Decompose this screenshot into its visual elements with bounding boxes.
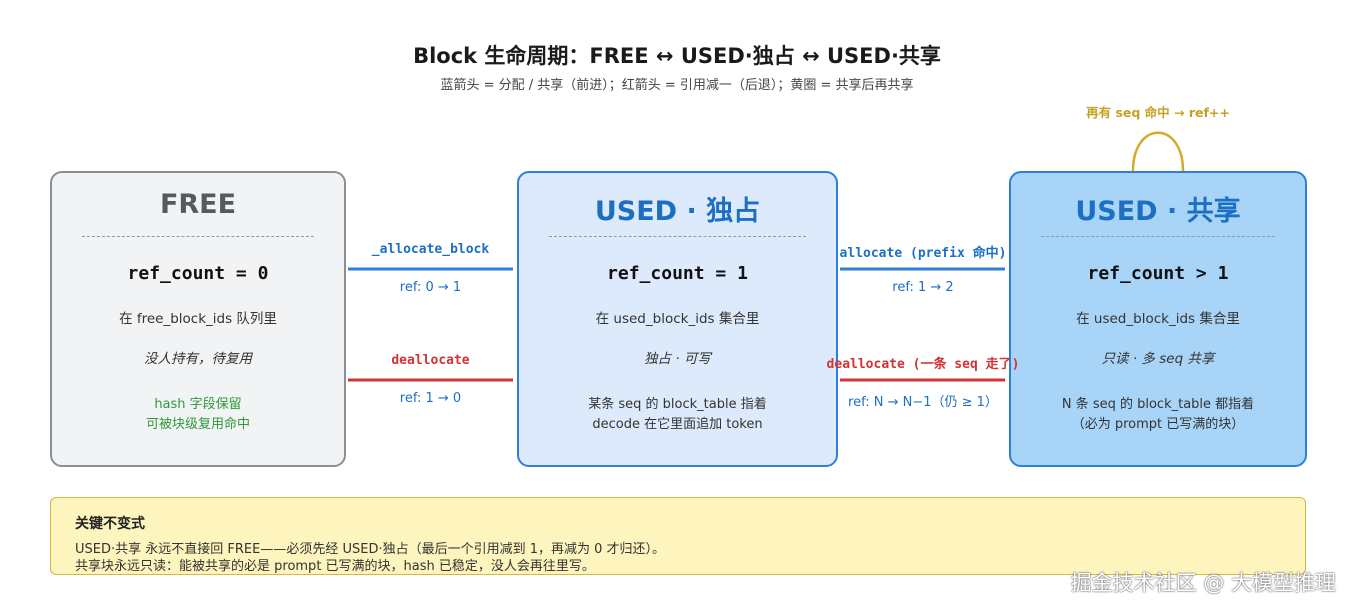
state-shared-note: N 条 seq 的 block_table 都指着 （必为 prompt 已写满… (1021, 395, 1295, 435)
edge-shared-to-exclusive-sub: ref: N → N−1（仍 ≥ 1） (848, 395, 998, 410)
state-free-note-line2: 可被块级复用命中 (145, 417, 250, 432)
state-exclusive-box: USED · 独占 ref_count = 1 在 used_block_ids… (517, 171, 838, 467)
divider (549, 236, 806, 237)
shared-loop-label: 再有 seq 命中 → ref++ (1086, 105, 1230, 120)
state-free-status: 没人持有，待复用 (144, 351, 252, 367)
state-exclusive-refcount: ref_count = 1 (607, 263, 748, 284)
state-free-note: hash 字段保留 可被块级复用命中 (62, 395, 334, 435)
state-shared-note-line1: N 条 seq 的 block_table 都指着 (1061, 397, 1255, 412)
edge-exclusive-to-free-label: deallocate (391, 353, 470, 368)
divider (1041, 236, 1275, 237)
edge-shared-to-exclusive-label: deallocate (一条 seq 走了) (826, 357, 1020, 372)
state-free-refcount: ref_count = 0 (127, 263, 269, 284)
state-exclusive-name: USED · 独占 (594, 196, 761, 227)
state-free-note-line1: hash 字段保留 (154, 397, 242, 412)
state-shared-box: USED · 共享 ref_count > 1 在 used_block_ids… (1009, 171, 1307, 467)
invariant-line-2: 共享块永远只读：能被共享的必是 prompt 已写满的块，hash 已稳定，没人… (75, 559, 595, 574)
state-shared-name: USED · 共享 (1075, 196, 1241, 227)
state-shared-location: 在 used_block_ids 集合里 (1076, 311, 1240, 327)
state-exclusive-location: 在 used_block_ids 集合里 (595, 311, 760, 327)
state-exclusive-status: 独占 · 可写 (644, 351, 711, 367)
diagram-subtitle: 蓝箭头 = 分配 / 共享（前进）；红箭头 = 引用减一（后退）；黄圈 = 共享… (440, 78, 914, 93)
invariant-callout: 关键不变式 USED·共享 永远不直接回 FREE——必须先经 USED·独占（… (50, 497, 1306, 575)
diagram-title: Block 生命周期：FREE ↔ USED·独占 ↔ USED·共享 (413, 44, 941, 68)
invariant-line-1: USED·共享 永远不直接回 FREE——必须先经 USED·独占（最后一个引用… (75, 542, 666, 557)
edge-exclusive-to-shared-label: allocate (prefix 命中) (839, 246, 1007, 261)
state-exclusive-note-line1: 某条 seq 的 block_table 指着 (588, 397, 767, 412)
edge-free-to-exclusive-sub: ref: 0 → 1 (399, 280, 462, 295)
watermark: 掘金技术社区 @ 大模型推理 (1070, 571, 1336, 595)
state-shared-note-line2: （必为 prompt 已写满的块） (1071, 417, 1245, 432)
state-free-location: 在 free_block_ids 队列里 (119, 311, 277, 327)
edge-exclusive-to-shared-sub: ref: 1 → 2 (892, 280, 954, 295)
shared-self-loop (1131, 131, 1185, 172)
state-exclusive-note: 某条 seq 的 block_table 指着 decode 在它里面追加 to… (529, 395, 826, 435)
invariant-title: 关键不变式 (75, 516, 145, 532)
state-exclusive-note-line2: decode 在它里面追加 token (592, 417, 763, 432)
state-free-box: FREE ref_count = 0 在 free_block_ids 队列里 … (50, 171, 346, 467)
state-shared-status: 只读 · 多 seq 共享 (1101, 351, 1215, 367)
divider (82, 236, 314, 237)
edge-exclusive-to-free-sub: ref: 1 → 0 (399, 391, 462, 406)
edge-free-to-exclusive-label: _allocate_block (371, 242, 490, 257)
state-free-name: FREE (159, 189, 237, 220)
state-shared-refcount: ref_count > 1 (1087, 263, 1229, 284)
